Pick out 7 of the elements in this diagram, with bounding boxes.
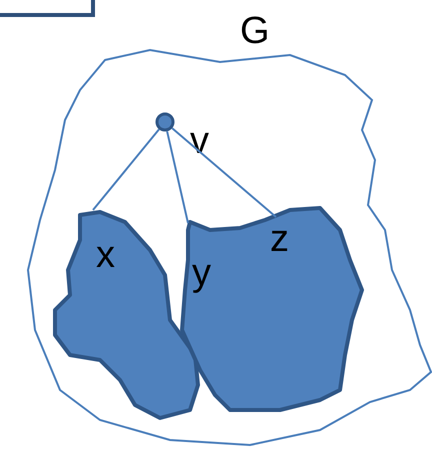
edge-line (166, 131, 189, 224)
edge-line (92, 128, 160, 211)
vertex-label: z (270, 220, 289, 258)
edge-line (172, 127, 277, 218)
vertex-label: G (240, 12, 270, 50)
vertex-label: y (192, 254, 211, 292)
vertex-label: x (96, 236, 115, 274)
